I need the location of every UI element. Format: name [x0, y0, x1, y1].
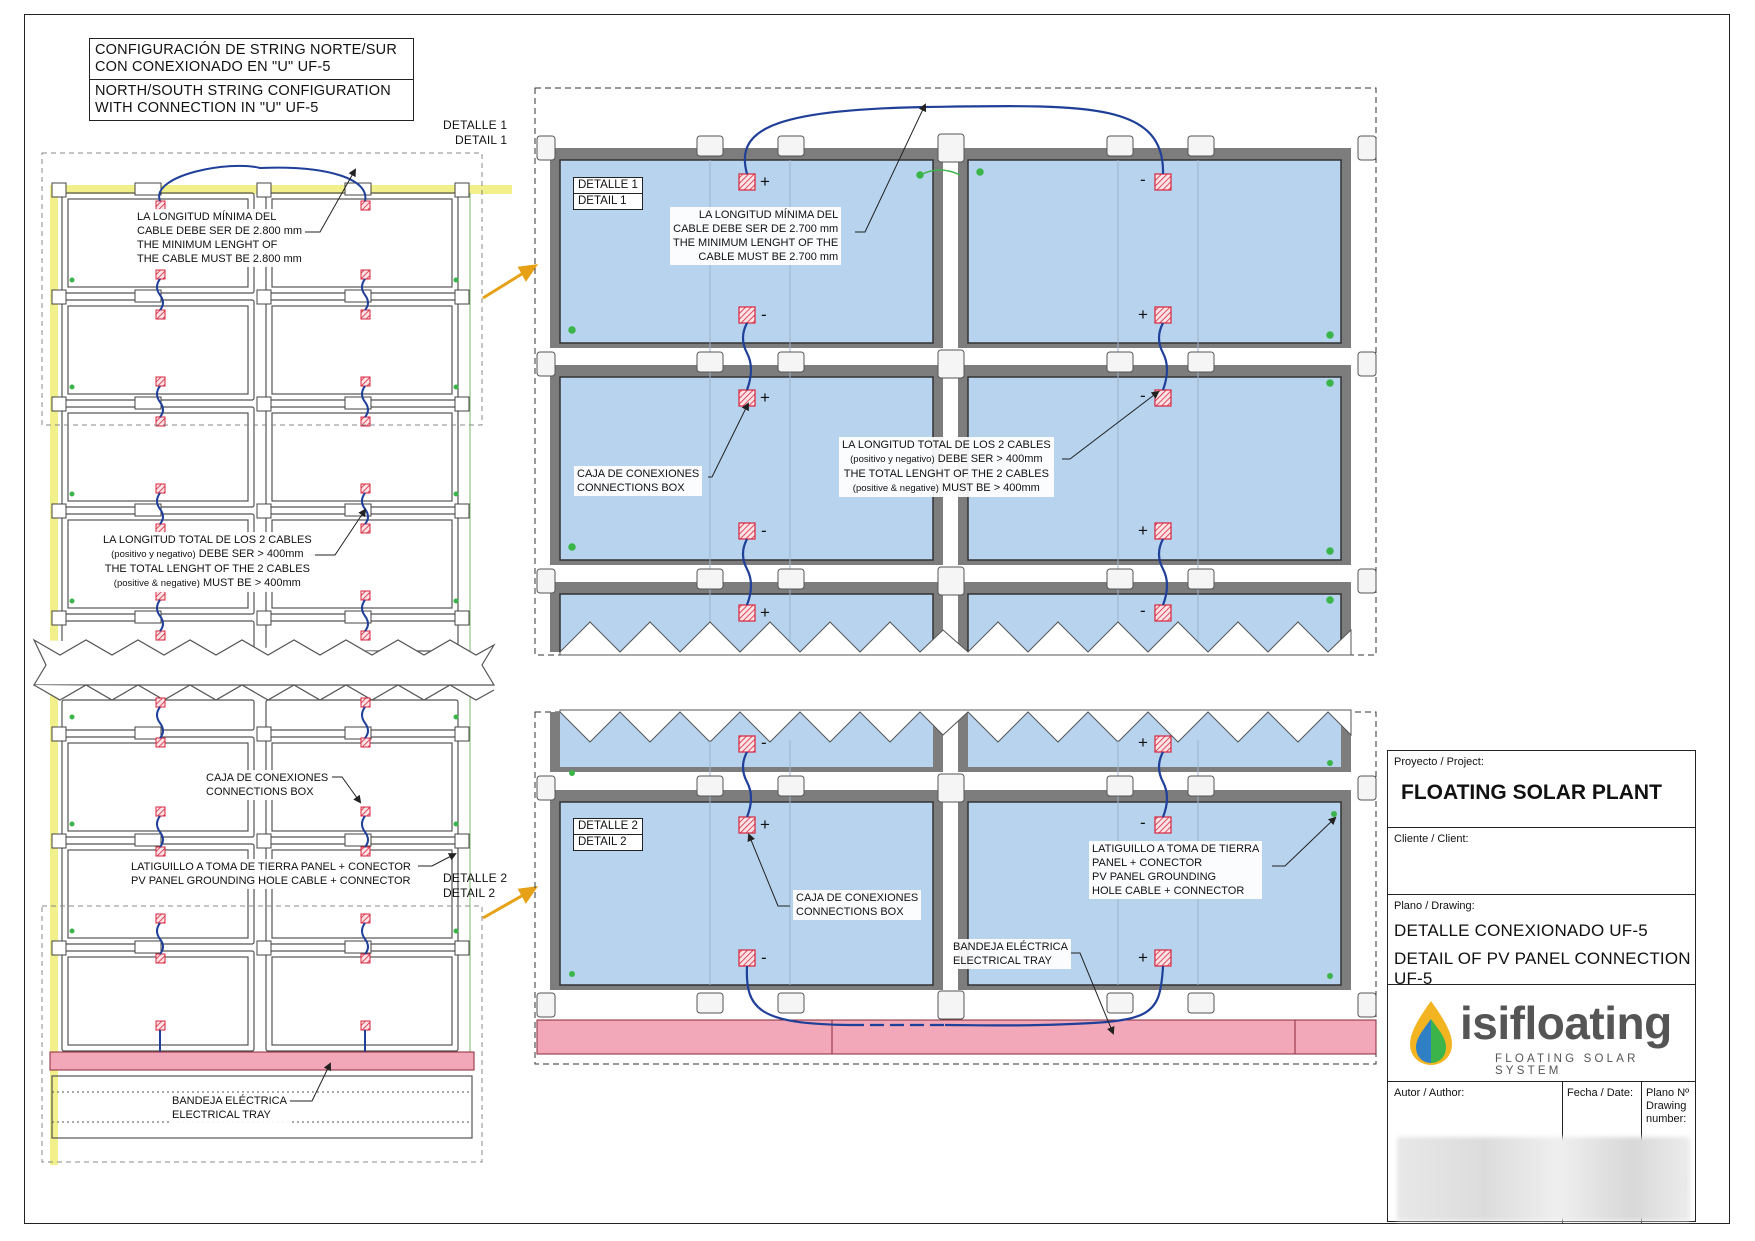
overview-cables — [156, 164, 369, 1060]
title-en: NORTH/SOUTH STRING CONFIGURATION WITH CO… — [90, 79, 413, 120]
drawing-label: Plano / Drawing: — [1394, 900, 1475, 912]
project-name: FLOATING SOLAR PLANT — [1401, 781, 1662, 804]
overview-electrical-tray — [49, 1051, 475, 1139]
polarity-plus: + — [760, 603, 770, 622]
polarity-minus: - — [761, 733, 767, 752]
polarity-minus: - — [761, 521, 767, 540]
date-label: Fecha / Date: — [1567, 1087, 1634, 1099]
polarity-minus: - — [1140, 813, 1146, 832]
author-label: Autor / Author: — [1394, 1087, 1465, 1099]
overview-min-cable-note: LA LONGITUD MÍNIMA DEL CABLE DEBE SER DE… — [134, 209, 306, 267]
detail1-junction-box-note: CAJA DE CONEXIONES CONNECTIONS BOX — [574, 466, 703, 496]
polarity-minus: - — [1140, 601, 1146, 620]
drop-logo-icon — [1410, 1001, 1452, 1065]
polarity-plus: + — [760, 172, 770, 191]
polarity-minus: - — [761, 305, 767, 324]
redacted-area — [1397, 1137, 1690, 1221]
logo-tagline: FLOATING SOLAR SYSTEM — [1495, 1053, 1639, 1077]
detail2-tray-note: BANDEJA ELÉCTRICA ELECTRICAL TRAY — [950, 939, 1071, 969]
title-es: CONFIGURACIÓN DE STRING NORTE/SUR CON CO… — [95, 42, 397, 75]
polarity-plus: + — [760, 388, 770, 407]
polarity-plus: + — [1138, 521, 1148, 540]
drawing-title-box: CONFIGURACIÓN DE STRING NORTE/SUR CON CO… — [89, 38, 414, 121]
logo-wordmark: isifloating — [1460, 997, 1672, 1049]
drawing-title-en: DETAIL OF PV PANEL CONNECTION UF-5 — [1394, 949, 1691, 988]
drawing-frame — [24, 14, 1730, 1224]
overview-break — [32, 638, 496, 701]
polarity-minus: - — [1140, 170, 1146, 189]
detail2-junction-box-note: CAJA DE CONEXIONES CONNECTIONS BOX — [793, 890, 922, 920]
detail-markers — [41, 152, 483, 1163]
detail1-min-cable-note: LA LONGITUD MÍNIMA DEL CABLE DEBE SER DE… — [670, 207, 842, 265]
polarity-plus: + — [1138, 305, 1148, 324]
client-label: Cliente / Client: — [1394, 833, 1469, 845]
polarity-plus: + — [1138, 733, 1148, 752]
overview-tray-note: BANDEJA ELÉCTRICA ELECTRICAL TRAY — [169, 1093, 290, 1123]
detail1-view — [534, 87, 1377, 656]
polarity-minus: - — [761, 948, 767, 967]
detail-arrows — [482, 264, 539, 920]
polarity-plus: + — [1138, 948, 1148, 967]
project-label: Proyecto / Project: — [1394, 756, 1484, 768]
polarity-minus: - — [1140, 386, 1146, 405]
overview-panels — [51, 182, 471, 1060]
detail2-grounding-note: LATIGUILLO A TOMA DE TIERRA PANEL + CONE… — [1089, 841, 1263, 899]
overview-grounding-note: LATIGUILLO A TOMA DE TIERRA PANEL + CONE… — [128, 859, 414, 889]
polarity-plus: + — [760, 815, 770, 834]
overview-junction-box-note: CAJA DE CONEXIONES CONNECTIONS BOX — [203, 770, 332, 800]
overview-total-cable-note: LA LONGITUD TOTAL DE LOS 2 CABLES (posit… — [100, 532, 315, 592]
drawing-title-es: DETALLE CONEXIONADO UF-5 — [1394, 921, 1648, 940]
detail1-total-cable-note: LA LONGITUD TOTAL DE LOS 2 CABLES (posit… — [839, 437, 1054, 497]
leader-lines — [282, 103, 1337, 1102]
overview-grounding — [69, 277, 459, 934]
